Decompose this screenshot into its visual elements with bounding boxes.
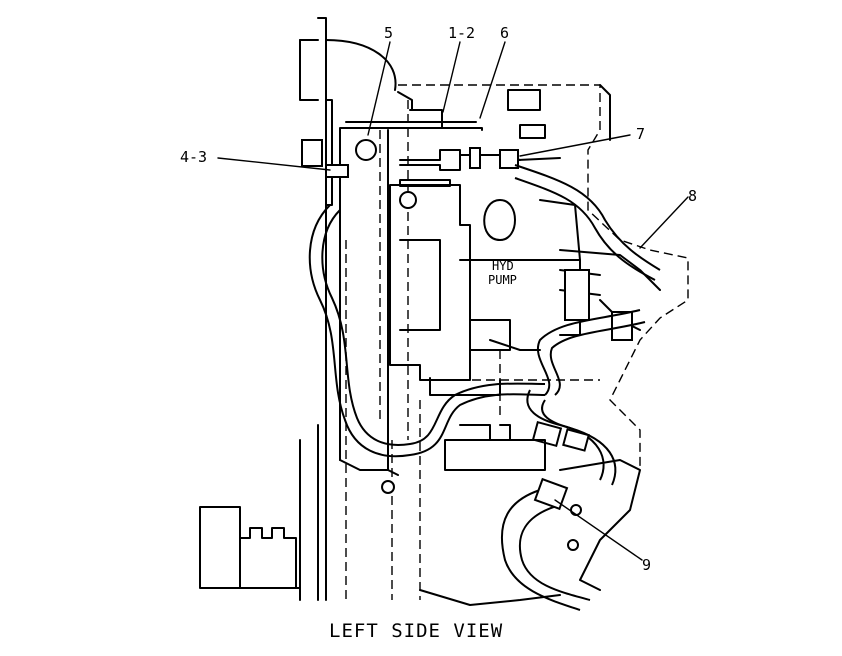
hydraulic-housing [339, 129, 417, 494]
callout-7: 7 [636, 125, 645, 143]
top-tube-assembly [339, 91, 561, 187]
leader-4-3 [217, 157, 331, 171]
leader-9 [554, 499, 643, 561]
callout-9: 9 [642, 556, 651, 574]
base-hole-1 [570, 504, 582, 516]
hydraulic-pump-body [389, 184, 581, 396]
callout-4-3: 4-3 [180, 148, 207, 166]
base-hole-2 [567, 539, 579, 551]
engine-base [199, 424, 641, 606]
leader-7 [519, 134, 631, 157]
leader-1-2 [442, 41, 461, 113]
connector-4-3 [301, 139, 323, 167]
leader-8 [639, 196, 689, 249]
bolt-4-3 [325, 164, 349, 178]
mounting-plate [299, 17, 397, 601]
callout-1-2: 1-2 [448, 24, 475, 42]
callout-8: 8 [688, 187, 697, 205]
harness-connector-upper-mate [562, 428, 590, 452]
view-title: LEFT SIDE VIEW [329, 620, 503, 642]
hyd-label: HYD [492, 259, 514, 273]
harness-connectors [301, 139, 590, 511]
fitting-circle-lower [381, 480, 395, 494]
tube-nut-upper [469, 147, 481, 169]
harness-connector-9 [533, 477, 569, 511]
fitting-circle-upper [355, 139, 377, 161]
pump-label: PUMP [488, 273, 517, 287]
leader-lines [217, 41, 689, 561]
harness-connector-upper [531, 420, 563, 448]
fitting-circle-mid [399, 191, 417, 209]
callout-5: 5 [384, 24, 393, 42]
leader-6 [479, 41, 506, 119]
wiring-harness [308, 164, 661, 611]
callout-6: 6 [500, 24, 509, 42]
valve-block [564, 269, 590, 321]
leader-5 [367, 41, 391, 136]
